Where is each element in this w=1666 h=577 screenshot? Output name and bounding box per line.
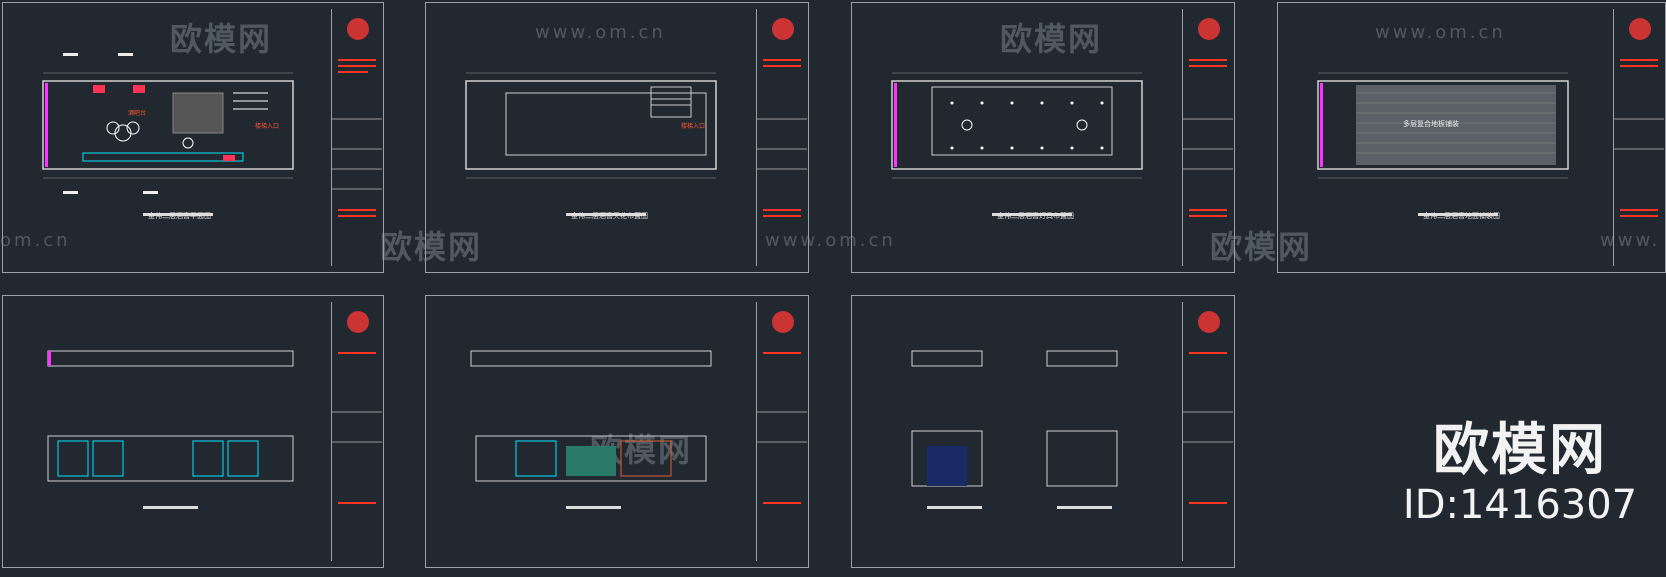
title-block-1	[331, 9, 382, 266]
title-block-5	[331, 302, 382, 561]
drawing-sheet-1[interactable]: 酒吧台 楼梯入口 金伟二层酒窖平面图	[2, 2, 384, 273]
label-stair-entrance: 楼梯入口	[255, 123, 280, 130]
sheet-3-drawing	[891, 72, 1143, 216]
brand-title: 欧模网	[1433, 418, 1607, 483]
drawing-sheet-2[interactable]: 楼梯入口 金伟二层酒窖天花布置图	[425, 2, 809, 273]
drawing-sheet-5[interactable]	[2, 295, 384, 568]
watermark-brand-4: 欧模网	[1210, 228, 1313, 266]
watermark-url-3: www.om.cn	[765, 230, 896, 251]
watermark-url-5: www.	[1600, 230, 1661, 251]
model-id-label: ID:1416307	[1402, 482, 1638, 528]
watermark-url-4: om.cn	[0, 230, 71, 251]
sheet-1-caption: 金伟二层酒窖平面图	[148, 212, 211, 220]
drawing-sheet-3[interactable]: 金伟二层酒窖灯具布置图	[851, 2, 1235, 273]
drawing-sheet-4[interactable]: 多层复合地板铺装 金伟二层酒窖地面铺装图	[1277, 2, 1666, 273]
label-floor-finish: 多层复合地板铺装	[1403, 120, 1459, 128]
sheet-1-drawing	[42, 53, 294, 216]
watermark-url-2: www.om.cn	[1375, 22, 1506, 43]
sheet-5-drawing	[47, 350, 294, 509]
drawing-sheet-7[interactable]	[851, 295, 1235, 568]
title-block-2	[756, 9, 807, 266]
label-bar-counter: 酒吧台	[128, 110, 147, 117]
watermark-brand-3: 欧模网	[380, 228, 483, 266]
label-stair-entrance-2: 楼梯入口	[681, 123, 706, 130]
sheet-4-drawing	[1317, 72, 1569, 216]
sheet-2-caption: 金伟二层酒窖天花布置图	[571, 212, 648, 220]
title-block-4	[1613, 9, 1664, 266]
sheet-2-drawing	[465, 72, 717, 216]
drawing-sheet-6[interactable]	[425, 295, 809, 568]
sheet-3-caption: 金伟二层酒窖灯具布置图	[997, 212, 1074, 220]
sheet-4-caption: 金伟二层酒窖地面铺装图	[1423, 212, 1500, 220]
title-block-3	[1182, 9, 1233, 266]
sheet-6-drawing	[470, 350, 712, 509]
title-block-7	[1182, 302, 1233, 561]
title-block-6	[756, 302, 807, 561]
watermark-url-1: www.om.cn	[535, 22, 666, 43]
watermark-brand-1: 欧模网	[170, 20, 273, 58]
sheet-7-drawing	[911, 350, 1118, 509]
watermark-brand-2: 欧模网	[1000, 20, 1103, 58]
